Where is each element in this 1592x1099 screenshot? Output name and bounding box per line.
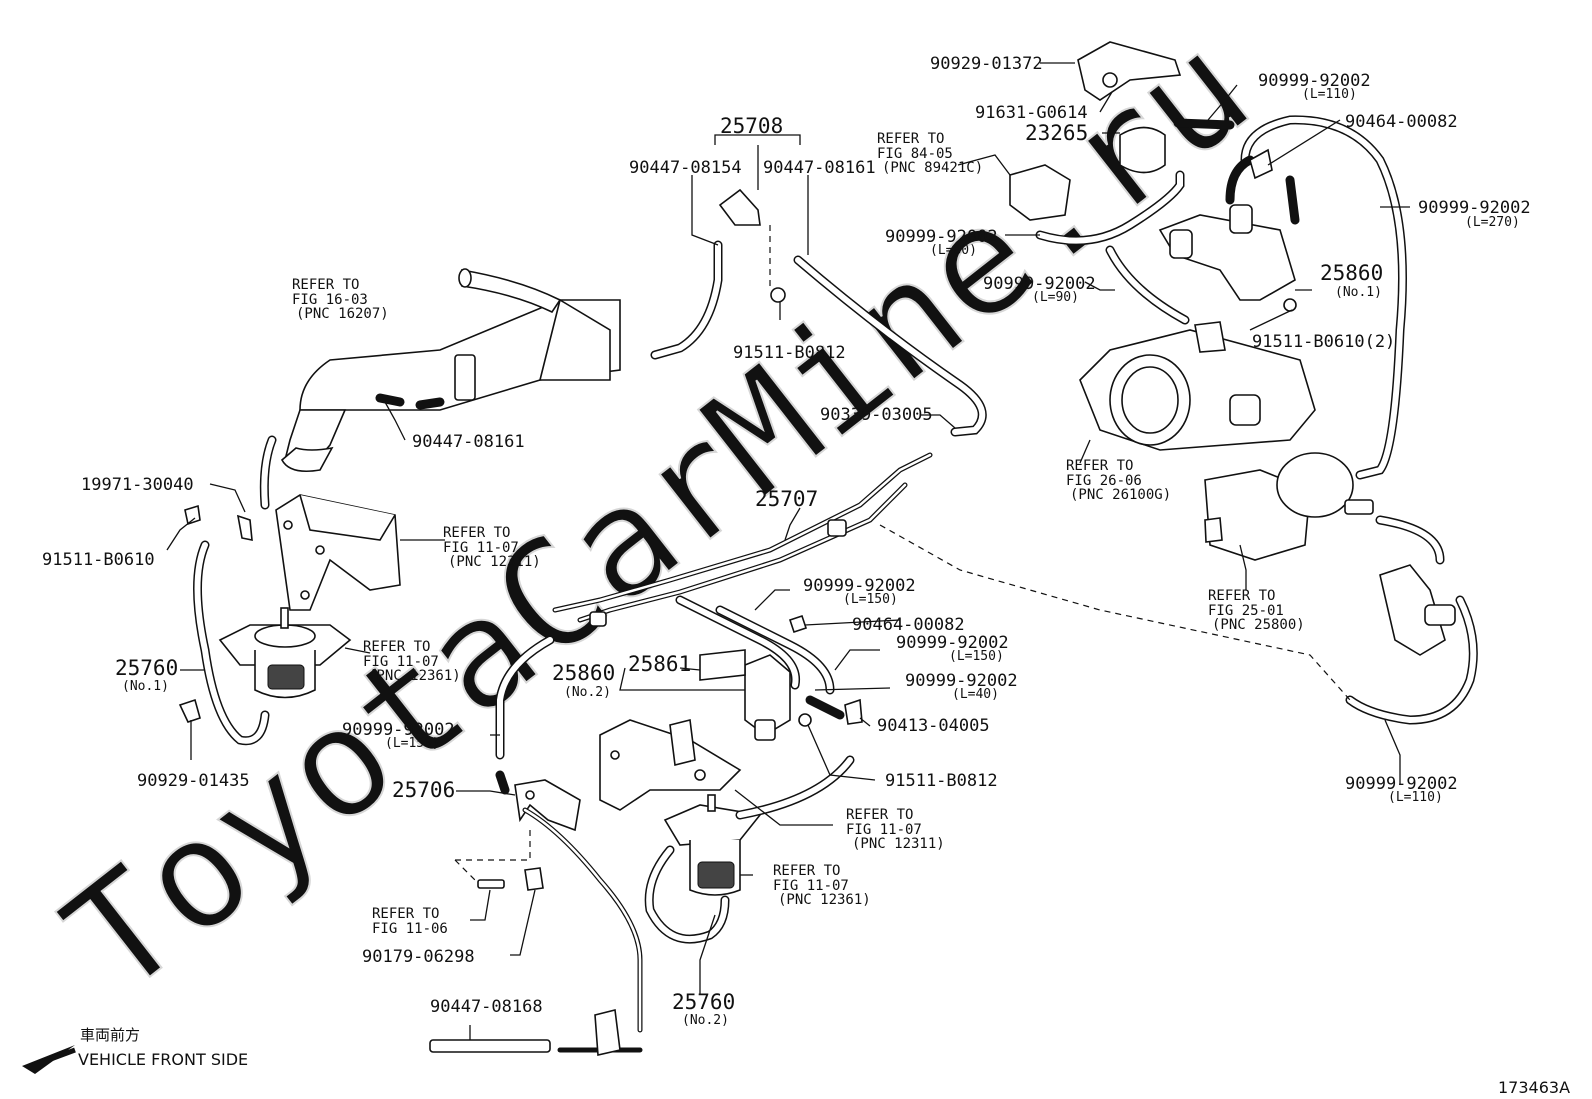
callout-91511-b0812-mid: 91511-B0812	[885, 771, 998, 791]
callout-25860-no2: 25860	[552, 661, 615, 685]
pipe-assembly-25706	[429, 779, 643, 1056]
callout-91631-g0614: 91631-G0614	[975, 103, 1088, 123]
vehicle-front-label: VEHICLE FRONT SIDE	[78, 1050, 248, 1069]
callout-25860-no1-sub: (No.1)	[1335, 285, 1382, 300]
callout-25760-no2-sub: (No.2)	[682, 1013, 729, 1028]
callout-90999-92002-l110-top: 90999-92002	[1258, 71, 1371, 91]
callout-90447-08168: 90447-08168	[430, 997, 543, 1017]
callout-91511-b0812-top: 91511-B0812	[733, 343, 846, 363]
callout-25707: 25707	[755, 487, 818, 511]
ref-25-01: REFER TO FIG 25-01 (PNC 25800)	[1208, 588, 1305, 633]
engine-mount-center	[663, 794, 762, 896]
callout-90999-92002-l110-bottom-length: (L=110)	[1388, 790, 1443, 805]
callout-90929-01372: 90929-01372	[930, 54, 1043, 74]
callout-90413-04005: 90413-04005	[877, 716, 990, 736]
ref-11-07-center-mount: REFER TO FIG 11-07 (PNC 12361)	[773, 863, 871, 908]
ref-26-06: REFER TO FIG 26-06 (PNC 26100G)	[1066, 458, 1171, 503]
leader-lines	[166, 62, 1410, 1040]
callout-90447-08161-left: 90447-08161	[412, 432, 525, 452]
hose-assembly-25708	[650, 188, 987, 437]
ref-16-03: REFER TO FIG 16-03 (PNC 16207)	[292, 277, 389, 322]
callout-90999-92002-l150-upper: 90999-92002	[803, 576, 916, 596]
callout-90999-92002-l90: 90999-92002	[983, 274, 1096, 294]
callout-90999-92002-l270-length: (L=270)	[1465, 215, 1520, 230]
air-intake-pipe	[280, 268, 621, 473]
callout-90464-00082-mid: 90464-00082	[852, 615, 965, 635]
callout-90999-92002-l80-length: (L=80)	[930, 243, 977, 258]
callout-25760-no2: 25760	[672, 990, 735, 1014]
callout-90999-92002-l150-left-length: (L=150)	[385, 736, 440, 751]
callout-90999-92002-l90-length: (L=90)	[1032, 290, 1079, 305]
callout-90999-92002-l270: 90999-92002	[1418, 198, 1531, 218]
callout-25760-no1: 25760	[115, 656, 178, 680]
egr-valve	[1204, 452, 1374, 561]
callout-90999-92002-l150-left: 90999-92002	[342, 720, 455, 740]
vehicle-front-japanese: 車両前方	[80, 1026, 140, 1044]
ref-11-07-center: REFER TO FIG 11-07 (PNC 12311)	[846, 807, 945, 852]
callout-90929-01435: 90929-01435	[137, 771, 250, 791]
engine-hanger-center	[599, 719, 742, 811]
hoses-right	[1035, 115, 1478, 725]
callout-90447-08161-top: 90447-08161	[763, 158, 876, 178]
callout-90999-92002-l110-top-length: (L=110)	[1302, 87, 1357, 102]
ref-11-07-upper-left: REFER TO FIG 11-07 (PNC 12311)	[443, 525, 541, 570]
callout-25860-no1: 25860	[1320, 261, 1383, 285]
ref-84-05: REFER TO FIG 84-05 (PNC 89421C)	[877, 131, 983, 176]
callout-90999-92002-l40: 90999-92002	[905, 671, 1018, 691]
callout-90464-00082-top: 90464-00082	[1345, 112, 1458, 132]
callouts: 90929-01372 91631-G0614 23265 90999-9200…	[42, 54, 1531, 1028]
callout-25708: 25708	[720, 114, 783, 138]
figure-id: 173463A	[1498, 1078, 1570, 1097]
throttle-body	[1079, 321, 1316, 451]
callout-19971-30040: 19971-30040	[81, 475, 194, 495]
reference-notes: REFER TO FIG 84-05 (PNC 89421C) REFER TO…	[292, 131, 1305, 937]
callout-25760-no1-sub: (No.1)	[122, 679, 169, 694]
pipe-assembly-25707	[552, 452, 933, 627]
callout-25860-no2-sub: (No.2)	[564, 685, 611, 700]
right-vsv	[1379, 564, 1456, 656]
engine-hanger-left	[275, 494, 401, 611]
ref-11-07-left-mount: REFER TO FIG 11-07 (PNC 12361)	[363, 639, 461, 684]
callout-25706: 25706	[392, 778, 455, 802]
callout-90999-92002-l150-upper-length: (L=150)	[843, 592, 898, 607]
engine-mount-left	[218, 607, 352, 699]
hoses-center	[495, 595, 863, 944]
callout-90999-92002-l150-mid-length: (L=150)	[949, 649, 1004, 664]
callout-25861: 25861	[628, 652, 691, 676]
callout-90447-08154: 90447-08154	[629, 158, 742, 178]
callout-90179-06298: 90179-06298	[362, 947, 475, 967]
hoses-left	[178, 393, 445, 746]
callout-90339-03005: 90339-03005	[820, 405, 933, 425]
callout-90999-92002-l80: 90999-92002	[885, 227, 998, 247]
vsv-no2	[699, 649, 791, 741]
callout-23265: 23265	[1025, 121, 1088, 145]
callout-90999-92002-l150-mid: 90999-92002	[896, 633, 1009, 653]
vehicle-front-arrow-icon	[22, 1045, 76, 1074]
callout-90999-92002-l110-bottom: 90999-92002	[1345, 774, 1458, 794]
callout-90999-92002-l40-length: (L=40)	[952, 687, 999, 702]
ref-11-06: REFER TO FIG 11-06	[372, 906, 448, 937]
callout-91511-b0610: 91511-B0610	[42, 550, 155, 570]
upper-right-assembly	[1009, 41, 1297, 312]
drawing	[22, 41, 1478, 1074]
callout-91511-b0610-2: 91511-B0610(2)	[1252, 332, 1395, 352]
